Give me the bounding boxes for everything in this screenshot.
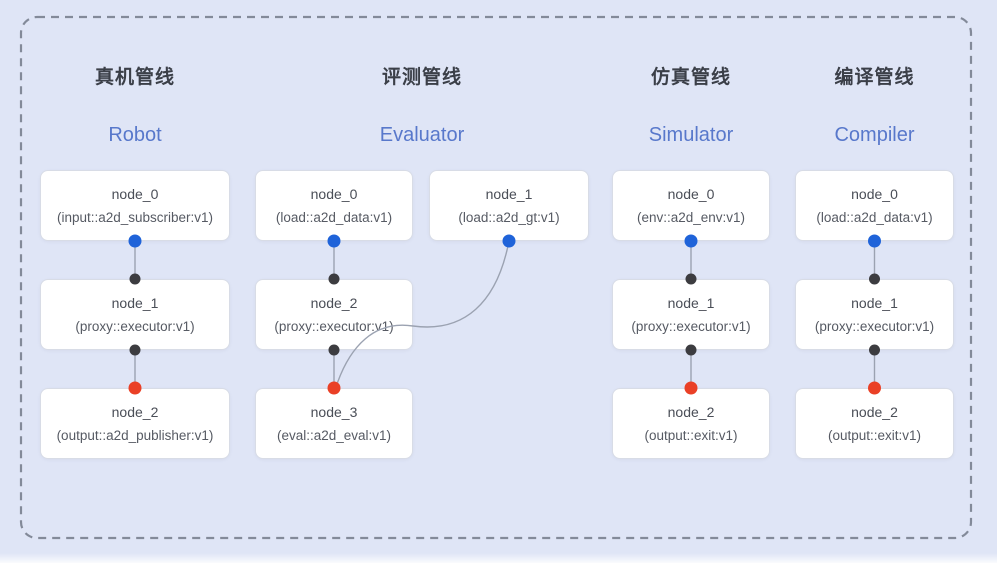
compiler-node-2-card: node_2 (output::exit:v1)	[795, 388, 954, 459]
dashed-boundary	[19, 15, 973, 540]
node-title: node_0	[667, 185, 715, 202]
node-title: node_1	[485, 185, 533, 202]
robot-title-cn: 真机管线	[94, 67, 175, 88]
evaluator-node-1-card: node_1 (load::a2d_gt:v1)	[429, 170, 589, 241]
node-subtitle: (proxy::executor:v1)	[631, 318, 751, 334]
node-title: node_1	[111, 294, 159, 311]
robot-node-2-card: node_2 (output::a2d_publisher:v1)	[40, 388, 230, 459]
robot-node-0-card: node_0 (input::a2d_subscriber:v1)	[40, 170, 230, 241]
compiler-node-1-card: node_1 (proxy::executor:v1)	[795, 279, 954, 350]
node-subtitle: (load::a2d_data:v1)	[275, 209, 393, 225]
node-title: node_0	[851, 185, 898, 202]
node-subtitle: (load::a2d_data:v1)	[816, 209, 933, 225]
node-subtitle: (proxy::executor:v1)	[814, 318, 935, 334]
node-title: node_3	[310, 403, 358, 420]
evaluator-title-cn: 评测管线	[381, 67, 462, 88]
evaluator-node-3-card: node_3 (eval::a2d_eval:v1)	[255, 388, 413, 459]
compiler-title-cn: 编译管线	[834, 67, 915, 88]
simulator-node-1-card: node_1 (proxy::executor:v1)	[612, 279, 770, 350]
node-subtitle: (load::a2d_gt:v1)	[458, 209, 560, 225]
node-title: node_1	[851, 294, 898, 311]
node-title: node_2	[851, 403, 898, 420]
node-title: node_2	[310, 294, 358, 311]
simulator-title-cn: 仿真管线	[650, 67, 731, 88]
simulator-title-en: Simulator	[648, 124, 734, 146]
evaluator-title-en: Evaluator	[379, 124, 465, 146]
node-subtitle: (proxy::executor:v1)	[75, 318, 195, 334]
simulator-node-0-card: node_0 (env::a2d_env:v1)	[612, 170, 770, 241]
node-subtitle: (output::exit:v1)	[644, 427, 738, 443]
node-title: node_1	[667, 294, 715, 311]
evaluator-node-0-card: node_0 (load::a2d_data:v1)	[255, 170, 413, 241]
compiler-node-0-card: node_0 (load::a2d_data:v1)	[795, 170, 954, 241]
node-subtitle: (env::a2d_env:v1)	[636, 209, 746, 225]
node-title: node_2	[111, 403, 159, 420]
node-title: node_2	[667, 403, 715, 420]
simulator-node-2-card: node_2 (output::exit:v1)	[612, 388, 770, 459]
robot-title-en: Robot	[108, 124, 162, 146]
robot-node-1-card: node_1 (proxy::executor:v1)	[40, 279, 230, 350]
node-title: node_0	[310, 185, 358, 202]
node-subtitle: (output::a2d_publisher:v1)	[56, 427, 214, 443]
evaluator-node-2-card: node_2 (proxy::executor:v1)	[255, 279, 413, 350]
node-subtitle: (output::exit:v1)	[827, 427, 922, 443]
node-subtitle: (input::a2d_subscriber:v1)	[56, 209, 214, 225]
node-subtitle: (proxy::executor:v1)	[274, 318, 394, 334]
node-subtitle: (eval::a2d_eval:v1)	[276, 427, 392, 443]
compiler-title-en: Compiler	[834, 124, 915, 146]
node-title: node_0	[111, 185, 159, 202]
